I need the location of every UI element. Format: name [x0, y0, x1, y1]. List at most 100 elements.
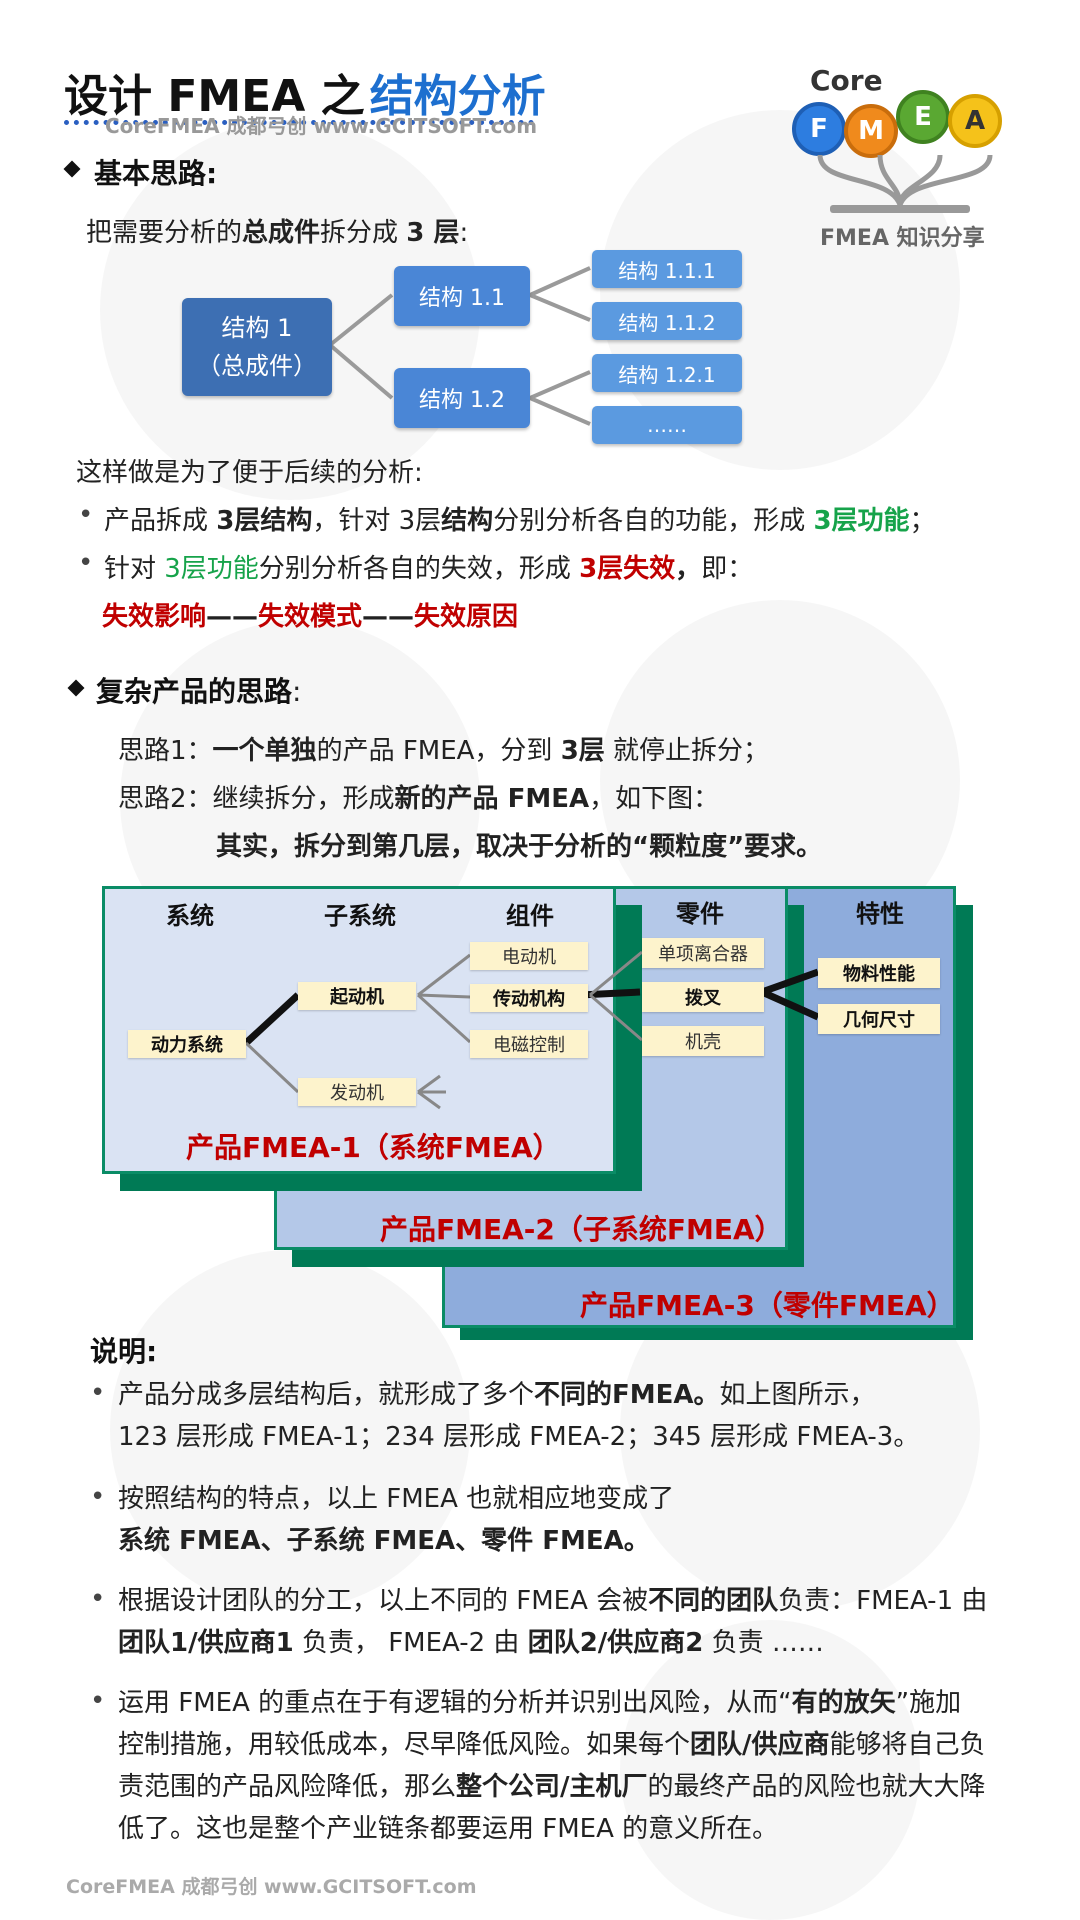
node-fork: 拨叉: [642, 982, 764, 1012]
bullet-dot: •: [90, 1482, 106, 1512]
text-part: 负责， FMEA-2 由: [293, 1628, 528, 1658]
logo-letter-e: E: [896, 90, 950, 144]
text-part: 分别分析各自的功能，形成: [493, 506, 814, 536]
chain-dash: ——: [362, 602, 415, 632]
tree-root-box: 结构 1 （总成件）: [182, 298, 332, 396]
idea-1: 思路1：一个单独的产品 FMEA，分到 3层 就停止拆分；: [118, 730, 769, 767]
intro-part: :: [459, 218, 469, 248]
bullet-failure: 针对 3层功能分别分析各自的失效，形成 3层失效，即：: [104, 548, 753, 585]
text-bold: 3层结构: [216, 506, 313, 536]
text-bold: 3层: [560, 736, 605, 766]
text-part: ，如下图：: [589, 784, 720, 814]
node-engine: 发动机: [298, 1078, 416, 1106]
text-part: 负责：FMEA-1 由: [778, 1586, 988, 1616]
text-bold: 新的产品 FMEA: [394, 784, 590, 814]
tree-root-line1: 结构 1: [221, 314, 293, 342]
failure-effect: 失效影响: [102, 602, 207, 632]
title-highlight: 结构分析: [369, 71, 546, 122]
node-power-system: 动力系统: [128, 1030, 246, 1058]
logo-letter-m: M: [844, 104, 898, 158]
fmea-2-label: 产品FMEA-2（子系统FMEA）: [380, 1213, 783, 1246]
text-bold: 不同的团队: [648, 1586, 779, 1616]
tree-node-1-1-1: 结构 1.1.1: [592, 250, 742, 288]
text-bold: 不同的FMEA。: [534, 1380, 720, 1410]
intro-bold: 总成件: [242, 218, 321, 248]
text-part: 思路2：继续拆分，形成: [118, 784, 395, 814]
explain-heading: 说明:: [90, 1335, 158, 1368]
intro-part: 把需要分析的: [86, 218, 243, 248]
bullet-dot: •: [90, 1686, 106, 1716]
text-part: ”施加: [895, 1688, 962, 1718]
text-bold: 结构: [441, 506, 494, 536]
text-part: 的产品 FMEA，分到: [316, 736, 561, 766]
text-part: 责范围的产品风险降低，那么: [118, 1772, 457, 1802]
logo-caption: FMEA 知识分享: [820, 226, 985, 251]
column-header-component: 组件: [506, 902, 554, 930]
intro-line: 把需要分析的总成件拆分成 3 层:: [86, 212, 468, 249]
purpose-text: 这样做是为了便于后续的分析:: [76, 458, 423, 488]
text-part: 低了。这也是整个产业链条都要运用 FMEA 的意义所在。: [118, 1814, 779, 1844]
text-green-bold: 3层功能: [813, 506, 910, 536]
logo: Core F M E A FMEA 知识分享: [780, 60, 1020, 251]
bullet-dot: •: [78, 548, 94, 578]
text-part: 即：: [701, 554, 754, 584]
bullet-dot: •: [90, 1378, 106, 1408]
intro-part: 拆分成: [320, 218, 407, 248]
text-part: ；: [909, 506, 936, 536]
explain-bullet-1: 产品分成多层结构后，就形成了多个不同的FMEA。如上图所示， 123 层形成 F…: [118, 1374, 919, 1458]
heading-colon: :: [292, 675, 302, 708]
bullet-dot: •: [78, 500, 94, 530]
page-title: 设计 FMEA 之 结构分析: [64, 60, 546, 124]
title-site-text: CoreFMEA 成都弓创 www.GCITSOFT.com: [105, 114, 538, 138]
title-underline: [64, 120, 534, 125]
failure-mode: 失效模式: [258, 602, 363, 632]
diagram-connectors: [243, 950, 820, 1110]
failure-cause: 失效原因: [414, 602, 519, 632]
intro-bold: 3 层: [406, 218, 460, 248]
text-bold: 团队2/供应商2: [527, 1628, 704, 1658]
bullet-structure: 产品拆成 3层结构，针对 3层结构分别分析各自的功能，形成 3层功能；: [104, 500, 936, 537]
text-part: 按照结构的特点，以上 FMEA 也就相应地变成了: [118, 1484, 675, 1514]
text-part: 如上图所示，: [719, 1380, 876, 1410]
footer-site: CoreFMEA 成都弓创 www.GCITSOFT.com: [66, 1876, 477, 1898]
column-header-subsystem: 子系统: [324, 902, 396, 930]
text-part: ，针对 3层: [312, 506, 442, 536]
text-part: 123 层形成 FMEA-1；234 层形成 FMEA-2；345 层形成 FM…: [118, 1422, 920, 1452]
text-part: 思路1：: [118, 736, 213, 766]
failure-chain: 失效影响——失效模式——失效原因: [102, 596, 518, 633]
tree-node-ellipsis: ……: [592, 406, 742, 444]
title-prefix: 设计 FMEA 之: [64, 71, 365, 122]
section-heading-basic: 基本思路:: [94, 157, 218, 190]
tree-root-line2: （总成件）: [197, 352, 317, 380]
explain-bullet-3: 根据设计团队的分工，以上不同的 FMEA 会被不同的团队负责：FMEA-1 由 …: [118, 1580, 987, 1664]
text-bold: 团队1/供应商1: [118, 1628, 294, 1658]
text-bold: 系统 FMEA、子系统 FMEA、零件 FMEA。: [118, 1526, 650, 1556]
explain-bullet-4: 运用 FMEA 的重点在于有逻辑的分析并识别出风险，从而“有的放矢”施加 控制措…: [118, 1682, 986, 1850]
node-starter: 起动机: [298, 982, 416, 1010]
tree-connectors: [328, 266, 591, 426]
text-red-bold: 3层失效: [579, 554, 676, 584]
text-bold: ，: [675, 554, 702, 584]
node-housing: 机壳: [642, 1026, 764, 1056]
text-part: 根据设计团队的分工，以上不同的 FMEA 会被: [118, 1586, 649, 1616]
node-material-property: 物料性能: [818, 958, 940, 988]
bullet-dot: •: [90, 1584, 106, 1614]
node-motor: 电动机: [470, 942, 588, 970]
chain-dash: ——: [206, 602, 259, 632]
text-part: 分别分析各自的失效，形成: [258, 554, 580, 584]
text-part: 运用 FMEA 的重点在于有逻辑的分析并识别出风险，从而“: [118, 1688, 792, 1718]
logo-letter-a: A: [948, 94, 1002, 148]
logo-letter-f: F: [792, 102, 846, 156]
column-header-part: 零件: [676, 900, 724, 928]
logo-core-text: Core: [810, 64, 883, 97]
node-solenoid: 电磁控制: [470, 1030, 588, 1058]
text-part: 能够将自己负: [829, 1730, 986, 1760]
node-drive-mechanism: 传动机构: [470, 984, 588, 1012]
tree-node-1-1: 结构 1.1: [394, 266, 530, 326]
tree-node-1-2: 结构 1.2: [394, 368, 530, 428]
tree-node-1-1-2: 结构 1.1.2: [592, 302, 742, 340]
node-clutch: 单项离合器: [642, 938, 764, 968]
idea-2: 思路2：继续拆分，形成新的产品 FMEA，如下图：: [118, 778, 719, 815]
text-part: 产品分成多层结构后，就形成了多个: [118, 1380, 535, 1410]
section-heading-complex: 复杂产品的思路:: [96, 670, 301, 710]
